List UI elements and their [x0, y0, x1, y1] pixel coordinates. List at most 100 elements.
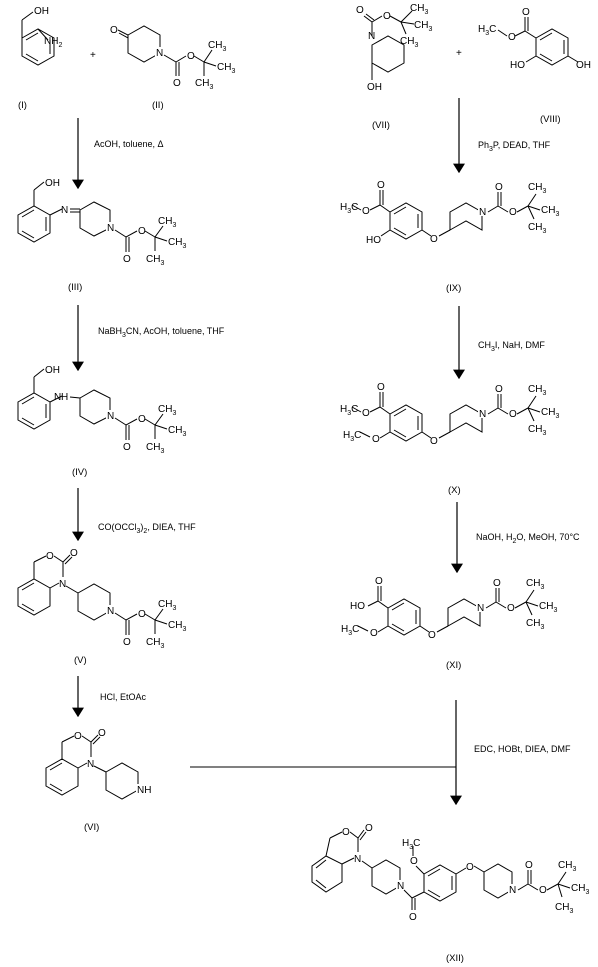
atom-label: O	[493, 578, 501, 589]
atom-label: CH3	[168, 237, 186, 250]
atom-label: HO	[510, 60, 525, 71]
atom-label: OH	[367, 82, 382, 93]
atom-label: O	[123, 442, 131, 453]
compound-XII-structure: O O N N O O H3C O N	[311, 823, 589, 923]
atom-label: O	[495, 384, 503, 395]
compound-V-structure: O O N N O O CH3 CH3 CH3	[17, 548, 186, 650]
atom-label: O	[522, 7, 530, 18]
compound-I-structure: OH NH2	[21, 6, 62, 66]
atom-label: O	[509, 409, 517, 420]
atom-label: O	[375, 576, 383, 587]
atom-label: CH3	[555, 902, 573, 915]
atom-label: O	[377, 180, 385, 191]
atom-label: O	[123, 637, 131, 648]
atom-label: H3C	[341, 624, 359, 637]
compound-VII-structure: N O O CH3 CH3 CH3 OH	[356, 3, 432, 93]
atom-label: O	[370, 628, 378, 639]
atom-label: N	[509, 885, 516, 896]
atom-label: CH3	[146, 254, 164, 267]
compound-label-XI: (XI)	[446, 660, 461, 671]
atom-label: HO	[350, 601, 365, 612]
atom-label: CH3	[400, 36, 418, 49]
atom-label: N	[61, 205, 68, 216]
compound-label-I: (I)	[18, 100, 27, 111]
atom-label: CH3	[168, 620, 186, 633]
atom-label: O	[509, 207, 517, 218]
atom-label: O	[362, 206, 370, 217]
atom-label: N	[156, 48, 163, 59]
compound-X-structure: O O H3C O H3C O N O O CH3 CH3 CH3	[340, 382, 559, 447]
compound-label-VIII: (VIII)	[540, 114, 561, 125]
atom-label: O	[342, 827, 350, 838]
atom-label: O	[377, 382, 385, 393]
atom-label: CH3	[541, 205, 559, 218]
reaction-condition: HCl, EtOAc	[100, 692, 147, 702]
atom-label: OH	[45, 365, 60, 376]
atom-label: CH3	[158, 216, 176, 229]
atom-label: CH3	[414, 20, 432, 33]
atom-label: CH3	[158, 404, 176, 417]
atom-label: CH3	[539, 601, 557, 614]
atom-label: N	[368, 31, 375, 42]
compound-label-III: (III)	[68, 282, 82, 293]
atom-label: N	[107, 606, 114, 617]
atom-label: N	[54, 392, 61, 403]
atom-label: N	[477, 603, 484, 614]
atom-label: O	[539, 885, 547, 896]
atom-label: N	[87, 759, 94, 770]
atom-label: N	[397, 881, 404, 892]
compound-label-VI: (VI)	[84, 822, 99, 833]
atom-label: O	[507, 603, 515, 614]
compound-II-structure: O N O O CH3 CH3 CH3	[110, 25, 235, 91]
atom-label: H	[61, 392, 68, 403]
atom-label: H3C	[340, 202, 358, 215]
atom-label: O	[525, 860, 533, 871]
compound-VIII-structure: O O H3C HO OH	[478, 7, 591, 71]
reaction-condition: NaOH, H2O, MeOH, 70°C	[476, 532, 580, 545]
atom-label: CH3	[526, 618, 544, 631]
atom-label: HO	[366, 235, 381, 246]
reaction-condition: EDC, HOBt, DIEA, DMF	[474, 744, 571, 754]
atom-label: O	[173, 78, 181, 89]
plus-sign: +	[90, 50, 96, 61]
atom-label: CH3	[571, 883, 589, 896]
atom-label: H3C	[478, 24, 496, 37]
atom-label: CH3	[146, 442, 164, 455]
atom-label: CH3	[541, 407, 559, 420]
reaction-condition: AcOH, toluene, Δ	[94, 139, 164, 149]
reaction-condition: NaBH3CN, AcOH, toluene, THF	[98, 326, 225, 339]
compound-VI-structure: O O N NH	[45, 728, 151, 800]
atom-label: O	[187, 51, 195, 62]
atom-label: O	[70, 548, 78, 559]
compound-IV-structure: OH H N N O O CH3 CH3 CH3	[17, 365, 186, 455]
atom-label: O	[409, 912, 417, 923]
atom-label: N	[479, 409, 486, 420]
compound-label-VII: (VII)	[372, 120, 390, 131]
atom-label: H3C	[340, 404, 358, 417]
atom-label: O	[138, 609, 146, 620]
atom-label: CH3	[410, 3, 428, 16]
atom-label: O	[466, 862, 474, 873]
atom-label: N	[479, 207, 486, 218]
compound-label-V: (V)	[74, 655, 87, 666]
compound-label-IX: (IX)	[446, 283, 461, 294]
atom-label: CH3	[168, 425, 186, 438]
atom-label: OH	[34, 6, 49, 17]
atom-label: O	[365, 823, 373, 834]
atom-label: O	[110, 25, 118, 36]
reaction-condition: CO(OCCl3)2, DIEA, THF	[98, 522, 196, 535]
atom-label: CH3	[526, 578, 544, 591]
atom-label: O	[138, 226, 146, 237]
atom-label: OH	[45, 178, 60, 189]
atom-label: CH3	[528, 222, 546, 235]
atom-label: OH	[576, 60, 591, 71]
atom-label: CH3	[146, 637, 164, 650]
atom-label: CH3	[528, 384, 546, 397]
atom-label: O	[362, 408, 370, 419]
atom-label: CH3	[195, 78, 213, 91]
atom-label: O	[383, 11, 391, 22]
atom-label: NH2	[44, 36, 62, 49]
atom-label: O	[430, 436, 438, 447]
atom-label: CH3	[217, 62, 235, 75]
